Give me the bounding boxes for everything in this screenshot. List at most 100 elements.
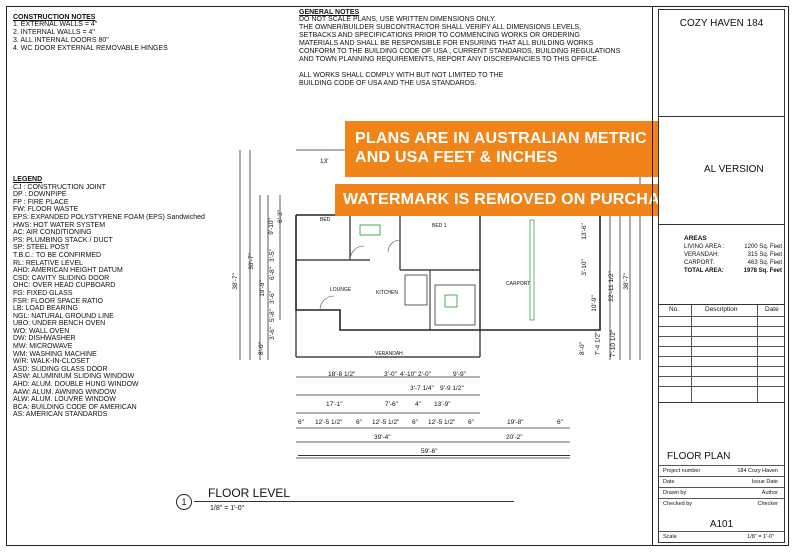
dim-bottom: 20'-2": [506, 434, 523, 441]
revision-col-divider: [757, 305, 758, 402]
construction-note: 4. WC DOOR EXTERNAL REMOVABLE HINGES: [13, 45, 168, 52]
general-notes-title: GENERAL NOTES: [299, 9, 360, 16]
legend-item: MW: MICROWAVE: [13, 343, 73, 351]
area-value: 315 Sq. Feet: [747, 252, 782, 258]
title-field-row: Project number 184 Cozy Haven: [659, 465, 784, 476]
revision-row: [659, 356, 784, 367]
area-row: VERANDAH:315 Sq. Feet: [684, 252, 782, 260]
room-label-carport: CARPORT: [506, 281, 531, 287]
legend-item: FSR: FLOOR SPACE RATIO: [13, 297, 103, 305]
dim-left-small: 9'-10": [267, 218, 275, 235]
legend-item: SP: STEEL POST: [13, 244, 70, 252]
title-field-value: Author: [761, 490, 778, 496]
legend-item: CSD: CAVITY SLIDING DOOR: [13, 274, 110, 282]
scale-row: Scale 1/8" = 1'-0": [659, 531, 784, 542]
dim-right-small: 13'-6": [580, 223, 588, 240]
revision-row: [659, 336, 784, 347]
version-text: AL VERSION: [704, 164, 764, 175]
room-label-bed: BED: [320, 217, 331, 223]
dim-bottom: 4": [415, 401, 421, 408]
room-label-bed1: BED 1: [432, 223, 447, 229]
construction-note: 2. INTERNAL WALLS = 4": [13, 29, 95, 36]
project-name: COZY HAVEN 184: [679, 18, 764, 29]
legend-item: BCA: BUILDING CODE OF AMERICAN: [13, 403, 137, 411]
floor-level-scale: 1/8" = 1'-0": [210, 505, 245, 512]
dim-bottom: 12'-5 1/2": [428, 419, 456, 426]
title-field-value: 184 Cozy Haven: [737, 468, 778, 474]
floor-plan-drawing: [239, 149, 641, 459]
dim-bottom: 3'-7 1/4": [410, 385, 434, 392]
areas-title: AREAS: [684, 235, 707, 242]
dim-bottom: 2'-0": [418, 371, 431, 378]
title-block: COZY HAVEN 184 AL VERSION AREAS LIVING A…: [652, 6, 790, 546]
revision-header-description: Description: [705, 306, 738, 313]
legend-item: ALW: ALUM. LOUVRE WINDOW: [13, 396, 116, 404]
revision-row: [659, 316, 784, 327]
legend-item: AHD: ALUM. DOUBLE HUNG WINDOW: [13, 381, 139, 389]
general-notes: GENERAL NOTES DO NOT SCALE PLANS, USE WR…: [299, 9, 620, 88]
title-field-label: Project number: [663, 468, 701, 474]
dim-bottom: 12'-5 1/2": [315, 419, 343, 426]
area-label: LIVING AREA :: [684, 244, 725, 250]
dim-bottom: 7'-6": [385, 401, 398, 408]
area-row: LIVING AREA : 1200 Sq. Feet: [684, 244, 782, 252]
legend-item: CJ : CONSTRUCTION JOINT: [13, 183, 106, 191]
dim-right-small: 3'-10": [580, 259, 588, 276]
watermark-line: WATERMARK IS REMOVED ON PURCHASE: [343, 191, 682, 208]
general-note-line: AND TOWN PLANNING REQUIREMENTS, REPORT A…: [299, 56, 599, 63]
legend-item: AAW: ALUM. AWNING WINDOW: [13, 388, 117, 396]
dim-bottom: 6": [557, 419, 563, 426]
dim-left-small: 6'-8": [268, 267, 276, 280]
legend-item: T.B.C.: TO BE CONFIRMED: [13, 251, 102, 259]
area-value: 1978 Sq. Feet: [743, 268, 782, 274]
legend-item: RL: RELATIVE LEVEL: [13, 259, 83, 267]
dim-left: 8'-0": [257, 342, 265, 355]
floor-level-title: FLOOR LEVEL: [208, 486, 291, 500]
revision-table: No. Description Date: [658, 305, 785, 403]
dim-left-small: 5'-8": [268, 309, 276, 322]
dim-bottom: 13'-9": [434, 401, 451, 408]
watermark-banner-units: PLANS ARE IN AUSTRALIAN METRIC AND USA F…: [345, 121, 693, 177]
revision-header-date: Date: [765, 306, 779, 313]
dim-bottom: 4'-10": [400, 371, 417, 378]
area-value: 1200 Sq. Feet: [744, 244, 782, 250]
revision-row: [659, 326, 784, 337]
sheet-number: A101: [709, 519, 734, 530]
project-name-box: COZY HAVEN 184: [658, 9, 785, 117]
dim-right: 7'-10 1/2": [610, 329, 618, 358]
dim-left-small: 3'-6": [268, 291, 276, 304]
area-row: TOTAL AREA:1978 Sq. Feet: [684, 268, 782, 276]
revision-row: [659, 386, 784, 397]
legend-item: ASD: SLIDING GLASS DOOR: [13, 365, 108, 373]
legend-item: WM: WASHING MACHINE: [13, 350, 97, 358]
scale-value: 1/8" = 1'-0": [747, 534, 774, 540]
dim-left: 30'-7": [247, 253, 255, 270]
revision-row: [659, 376, 784, 387]
general-note-line: ALL WORKS SHALL COMPLY WITH BUT NOT LIMI…: [299, 71, 504, 79]
revision-row: [659, 366, 784, 377]
legend-item: UBO: UNDER BENCH OVEN: [13, 320, 106, 328]
dim-left: 19'-9": [258, 280, 266, 297]
general-note-line: SETBACKS AND SPECIFICATIONS PRIOR TO COM…: [299, 32, 580, 39]
general-note-line: [299, 64, 620, 72]
dim-right-small: 10'-9": [590, 295, 598, 312]
floor-level-underline: [194, 501, 514, 502]
dim-bottom: 6": [468, 419, 474, 426]
dim-left-small: 6'-3": [276, 210, 284, 223]
dim-bottom: 6": [356, 419, 362, 426]
revision-col-divider: [691, 305, 692, 402]
revision-header-no: No.: [669, 306, 680, 313]
sheet-title: FLOOR PLAN: [667, 451, 731, 462]
legend-item: W/R: WALK-IN-CLOSET: [13, 358, 90, 366]
dim-right: 22'-11 1/2": [607, 271, 615, 302]
legend-item: ASW: ALUMINIUM SLIDING WINDOW: [13, 373, 135, 381]
dim-right-total: 38'-7": [622, 273, 630, 290]
area-value: 463 Sq. Feet: [747, 260, 782, 266]
legend-item: FW: FLOOR WASTE: [13, 206, 79, 214]
construction-note: 1. EXTERNAL WALLS = 4": [13, 21, 98, 28]
legend-item: LB: LOAD BEARING: [13, 305, 78, 313]
dim-bottom: 19'-8": [507, 419, 524, 426]
